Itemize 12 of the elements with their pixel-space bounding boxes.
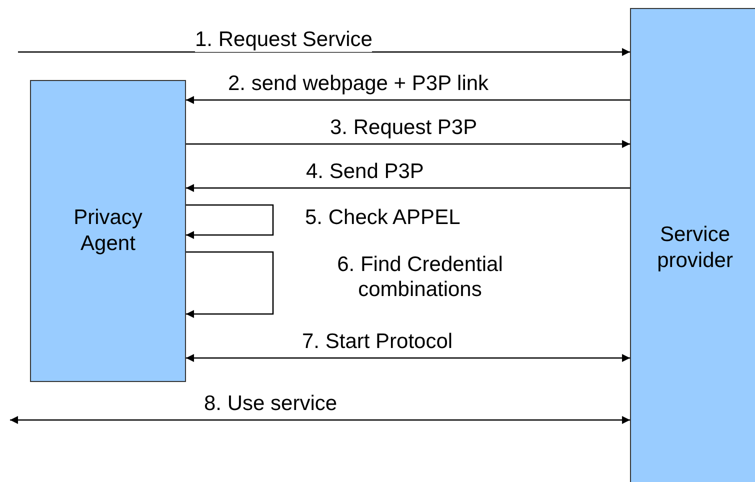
- arrow: [18, 48, 630, 56]
- process-box: [630, 8, 755, 482]
- arrow: [186, 140, 630, 148]
- arrow: [186, 251, 274, 318]
- arrow: [186, 184, 630, 192]
- arrow: [186, 354, 630, 362]
- arrow: [186, 204, 274, 239]
- node-label: Privacy Agent: [72, 204, 144, 257]
- process-box: [30, 80, 186, 382]
- arrow: [186, 96, 630, 104]
- node-label: Service provider: [656, 222, 734, 274]
- arrow: [10, 416, 630, 424]
